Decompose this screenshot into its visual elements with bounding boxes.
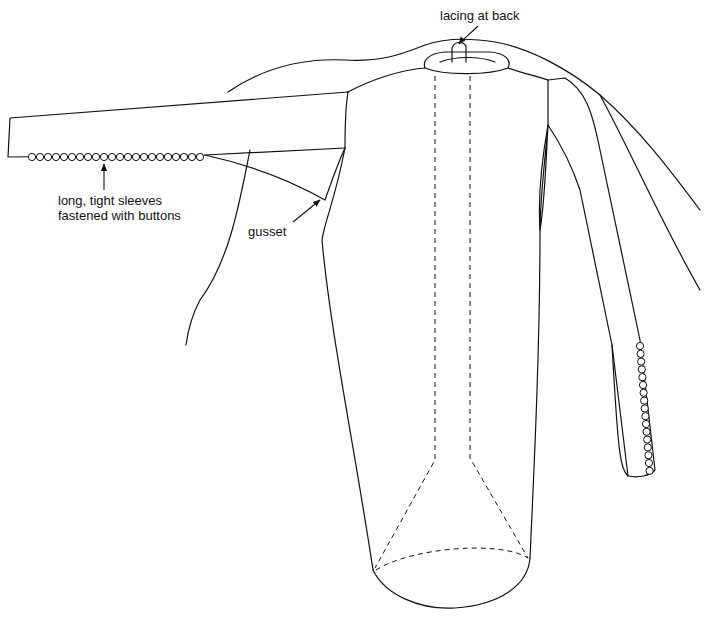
button xyxy=(641,397,648,404)
gusset xyxy=(205,148,345,200)
hem xyxy=(373,558,530,608)
seam-line xyxy=(470,76,528,558)
gusset xyxy=(540,125,548,230)
button xyxy=(140,153,147,160)
collar xyxy=(424,52,509,74)
button xyxy=(188,153,195,160)
button xyxy=(100,153,107,160)
left-sleeve xyxy=(8,92,348,157)
lacing xyxy=(452,42,466,62)
button xyxy=(108,153,115,160)
button xyxy=(44,153,51,160)
button xyxy=(148,153,155,160)
cloak-outline xyxy=(186,150,250,345)
button xyxy=(639,381,646,388)
button xyxy=(124,153,131,160)
button xyxy=(637,350,644,357)
button xyxy=(116,153,123,160)
seam-line xyxy=(376,548,528,570)
button xyxy=(180,153,187,160)
button xyxy=(645,452,652,459)
gown-side xyxy=(322,92,373,570)
callout-label: lacing at back xyxy=(440,8,520,23)
button xyxy=(638,366,645,373)
cloak-outline xyxy=(600,95,700,290)
button xyxy=(68,153,75,160)
button xyxy=(638,358,645,365)
button xyxy=(156,153,163,160)
right-sleeve xyxy=(548,78,655,477)
cloak-outline xyxy=(228,39,700,210)
button xyxy=(164,153,171,160)
neck-opening xyxy=(440,58,495,63)
button xyxy=(641,405,648,412)
button xyxy=(636,342,643,349)
button xyxy=(52,153,59,160)
callout-label: long, tight sleeves fastened with button… xyxy=(58,193,198,223)
shoulder-seam xyxy=(508,68,548,80)
button xyxy=(172,153,179,160)
button xyxy=(644,444,651,451)
button xyxy=(642,413,649,420)
button xyxy=(60,153,67,160)
button xyxy=(132,153,139,160)
leader-arrow xyxy=(459,26,478,44)
leader-arrow xyxy=(103,164,104,190)
right-sleeve-cuff xyxy=(612,345,628,476)
button xyxy=(76,153,83,160)
seam-line xyxy=(375,76,435,568)
button xyxy=(196,153,203,160)
gown-side xyxy=(530,80,548,558)
button xyxy=(644,436,651,443)
button xyxy=(642,420,649,427)
button xyxy=(28,153,35,160)
callout-label: gusset xyxy=(248,224,286,239)
leader-arrow xyxy=(293,200,320,222)
button xyxy=(639,374,646,381)
button xyxy=(645,459,652,466)
shoulder-seam xyxy=(348,68,425,92)
button xyxy=(640,389,647,396)
button xyxy=(84,153,91,160)
button xyxy=(36,153,43,160)
button xyxy=(646,467,653,474)
button xyxy=(92,153,99,160)
button xyxy=(643,428,650,435)
button-row xyxy=(28,153,653,474)
